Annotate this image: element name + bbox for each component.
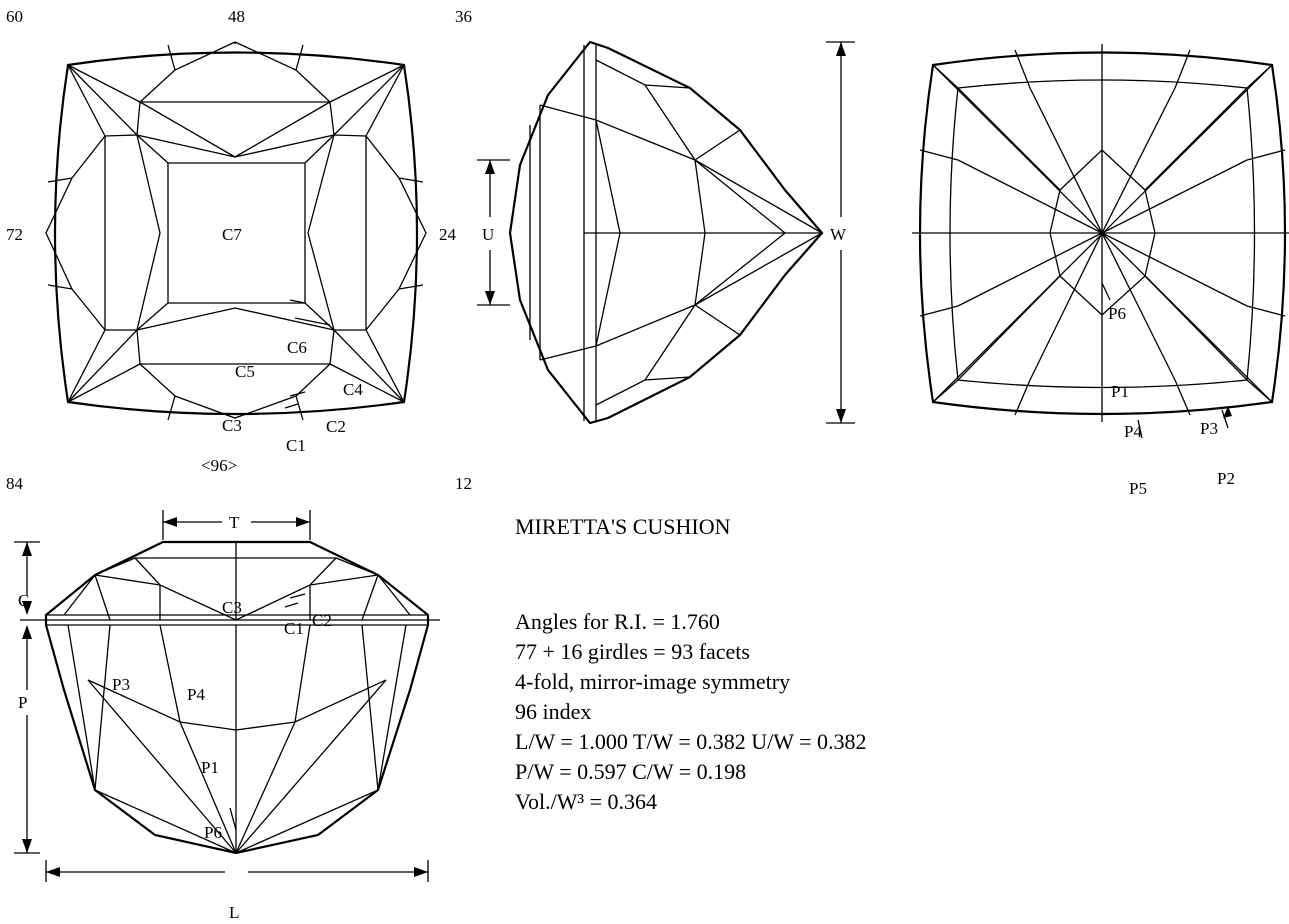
info-symmetry: 4-fold, mirror-image symmetry [515,669,791,694]
info-ri: Angles for R.I. = 1.760 [515,609,720,634]
profile-label-p3: P3 [112,675,130,694]
profile-label-c2: C2 [312,611,332,630]
info-index: 96 index [515,699,592,724]
info-ratios-2: P/W = 0.597 C/W = 0.198 [515,759,747,784]
info-volume: Vol./W³ = 0.364 [515,789,658,814]
facet-label-p1: P1 [1111,382,1129,401]
profile-label-c1: C1 [284,619,304,638]
design-title: MIRETTA'S CUSHION [515,514,731,539]
info-ratios-1: L/W = 1.000 T/W = 0.382 U/W = 0.382 [515,729,867,754]
crown-view [45,41,427,421]
dim-label-c: C [18,591,29,610]
profile-label-c3: C3 [222,598,242,617]
u-dimension [477,159,510,306]
info-facets: 77 + 16 girdles = 93 facets [515,639,750,664]
dim-label-w: W [830,225,847,244]
index-96: <96> [201,456,237,475]
t-dimension [162,510,311,540]
l-dimension [45,860,429,882]
index-36: 36 [455,7,472,26]
index-72: 72 [6,225,23,244]
facet-label-p4: P4 [1124,422,1142,441]
facet-label-c7: C7 [222,225,242,244]
dim-label-l: L [229,903,239,922]
facet-label-c3: C3 [222,416,242,435]
facet-label-c4: C4 [343,380,363,399]
facet-label-c6: C6 [287,338,307,357]
dim-label-p: P [18,693,27,712]
facet-label-c5: C5 [235,362,255,381]
index-84: 84 [6,474,24,493]
c-p-dimension [14,541,40,854]
index-24: 24 [439,225,457,244]
dim-label-u: U [482,225,494,244]
profile-view [20,540,440,855]
index-60: 60 [6,7,23,26]
dim-label-t: T [229,513,240,532]
facet-label-c2: C2 [326,417,346,436]
index-48: 48 [228,7,245,26]
w-dimension [826,41,855,424]
pavilion-view [912,44,1289,439]
index-12: 12 [455,474,472,493]
profile-label-p6: P6 [204,823,222,842]
facet-label-c1: C1 [286,436,306,455]
facet-label-p6: P6 [1108,304,1126,323]
design-info: Angles for R.I. = 1.760 77 + 16 girdles … [515,607,867,817]
profile-label-p1: P1 [201,758,219,777]
side-view [508,40,824,425]
facet-label-p3: P3 [1200,419,1218,438]
facet-label-p2: P2 [1217,469,1235,488]
facet-label-p5: P5 [1129,479,1147,498]
profile-label-p4: P4 [187,685,205,704]
